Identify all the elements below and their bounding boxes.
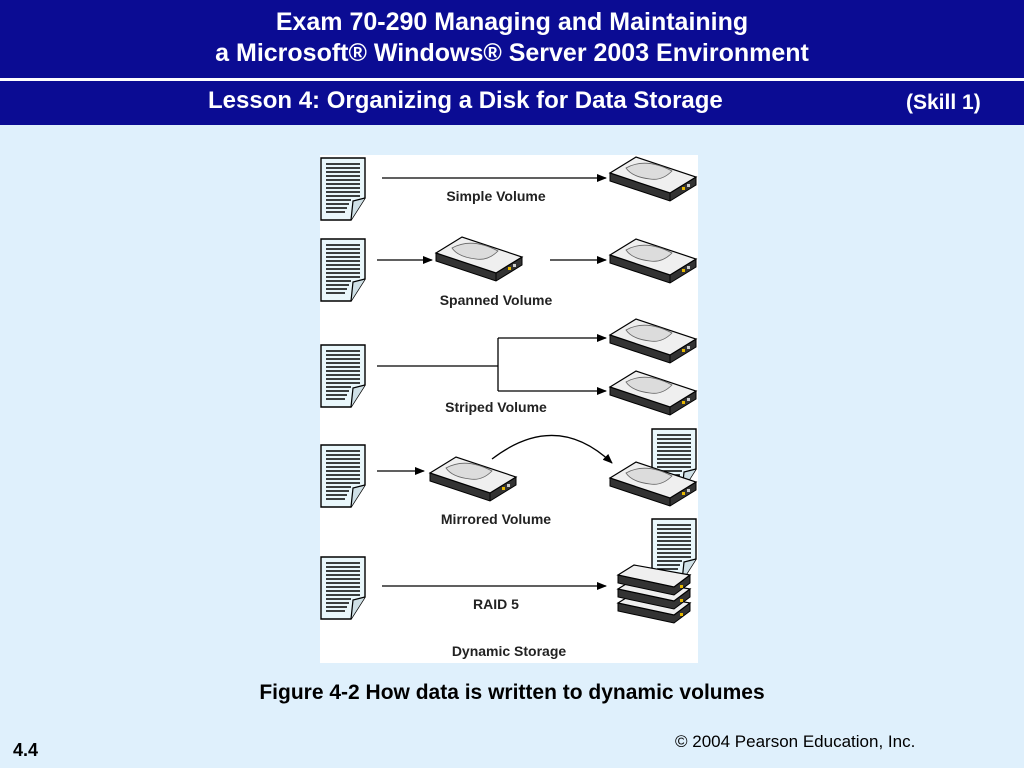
raid5-label: RAID 5 [473, 596, 519, 612]
document-icon [320, 157, 366, 221]
dynamic-volumes-figure: Simple Volume Spanned Volume Striped Vol… [320, 155, 698, 663]
disk-icon [435, 236, 523, 282]
title-line-1: Exam 70-290 Managing and Maintaining [275, 8, 749, 36]
slide-number: 4.4 [13, 740, 39, 760]
mirrored-volume-label: Mirrored Volume [441, 511, 551, 527]
document-icon [320, 556, 366, 620]
disk-icon [429, 456, 517, 502]
disk-icon [609, 156, 697, 202]
dynamic-storage-label: Dynamic Storage [452, 643, 567, 659]
document-icon [320, 444, 366, 508]
figure-svg: Simple Volume Spanned Volume Striped Vol… [320, 156, 697, 659]
mirror-arrow [491, 434, 613, 464]
title-bar: Exam 70-290 Managing and Maintaining a M… [0, 0, 1024, 78]
simple-volume-label: Simple Volume [446, 188, 546, 204]
header-divider [0, 78, 1024, 81]
lesson-title: Lesson 4: Organizing a Disk for Data Sto… [208, 87, 723, 114]
disk-icon [609, 238, 697, 284]
document-icon [320, 238, 366, 302]
skill-label: (Skill 1) [906, 91, 981, 114]
copyright-notice: © 2004 Pearson Education, Inc. [675, 732, 916, 751]
title-line-2: a Microsoft® Windows® Server 2003 Enviro… [215, 39, 809, 67]
striped-volume-label: Striped Volume [445, 399, 547, 415]
figure-caption: Figure 4-2 How data is written to dynami… [259, 681, 765, 704]
document-icon [320, 344, 366, 408]
disk-icon [609, 370, 697, 416]
lesson-bar: Lesson 4: Organizing a Disk for Data Sto… [0, 81, 1024, 125]
spanned-volume-label: Spanned Volume [440, 292, 553, 308]
disk-icon [609, 318, 697, 364]
